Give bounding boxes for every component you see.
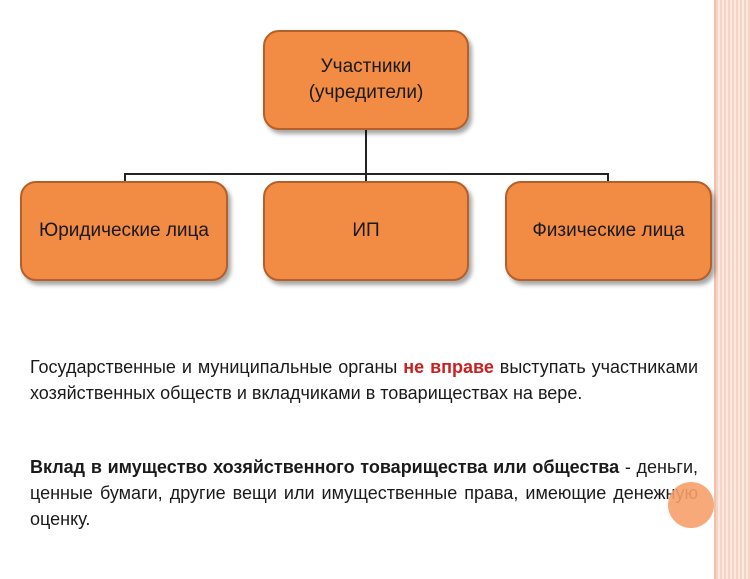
connector-physical — [607, 173, 609, 182]
decorative-circle — [668, 482, 714, 528]
connector-legal — [124, 173, 126, 182]
paragraph-text: Государственные и муниципальные органы — [30, 357, 404, 377]
root-node-line1: Участники — [320, 56, 412, 77]
paragraph-contribution: Вклад в имущество хозяйственного товарищ… — [30, 454, 698, 532]
child-node-legal-entities: Юридические лица — [20, 181, 228, 281]
child-node-label: ИП — [352, 220, 380, 241]
child-node-ip: ИП — [263, 181, 469, 281]
root-node-line2: (учредители) — [308, 82, 424, 103]
side-stripe-edge — [714, 0, 716, 579]
child-node-label: Юридические лица — [39, 220, 209, 241]
contribution-term: Вклад в имущество хозяйственного товарищ… — [30, 457, 620, 477]
paragraph-text: - деньги, ценные бумаги, другие вещи или… — [30, 457, 698, 529]
paragraph-state-bodies: Государственные и муниципальные органы н… — [30, 354, 698, 406]
root-node-participants: Участники (учредители) — [263, 30, 469, 130]
child-node-label: Физические лица — [532, 220, 685, 241]
paragraph-text: выступать участниками хозяйственных обще… — [30, 357, 699, 403]
side-stripe-decoration — [716, 0, 750, 579]
highlight-not-allowed: не вправе — [403, 357, 494, 377]
connector-ip — [365, 173, 367, 182]
connector-root — [365, 130, 367, 174]
child-node-individuals: Физические лица — [505, 181, 712, 281]
